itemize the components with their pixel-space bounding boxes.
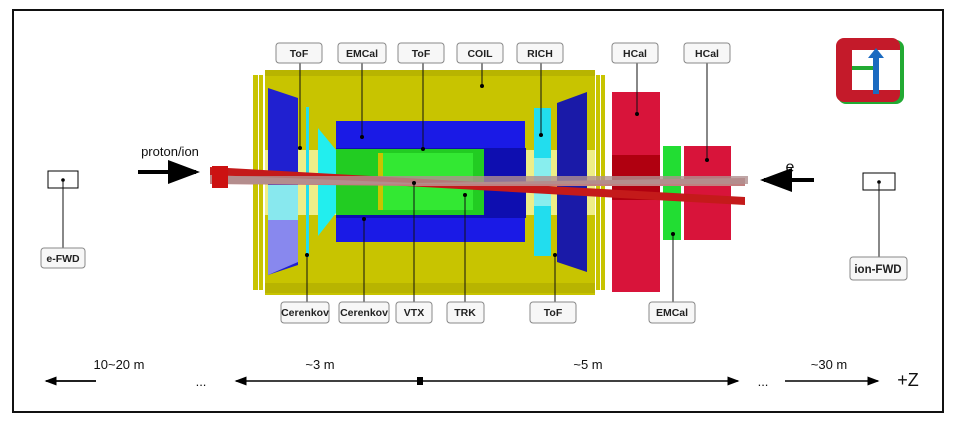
scale-right-dots: ... — [758, 374, 769, 389]
scale-left-label: 10~20 m — [94, 357, 145, 372]
svg-text:Cerenkov: Cerenkov — [281, 307, 329, 319]
label-cerenkov-2: Cerenkov — [338, 301, 390, 324]
label-emcal-barrel: EMCal — [337, 42, 387, 64]
svg-text:ToF: ToF — [290, 48, 309, 60]
label-cerenkov-1: Cerenkov — [280, 301, 330, 324]
scale-right-label: ~30 m — [811, 357, 848, 372]
label-coil: COIL — [456, 42, 504, 64]
label-e-fwd: e-FWD — [40, 247, 86, 269]
svg-text:COIL: COIL — [467, 48, 493, 60]
scale-bar: 10~20 m ... ~3 m ~5 m ... ~30 m +Z — [44, 357, 919, 390]
svg-text:Cerenkov: Cerenkov — [340, 307, 388, 319]
scale-center-left-label: ~3 m — [305, 357, 334, 372]
svg-text:VTX: VTX — [404, 307, 424, 319]
label-vtx: VTX — [395, 301, 433, 324]
svg-text:RICH: RICH — [527, 48, 553, 60]
label-tof-right: ToF — [529, 301, 577, 324]
scale-center-right-label: ~5 m — [573, 357, 602, 372]
z-axis-label: +Z — [897, 370, 919, 390]
svg-text:HCal: HCal — [695, 48, 719, 60]
svg-text:e-FWD: e-FWD — [46, 253, 80, 265]
svg-text:ToF: ToF — [544, 307, 563, 319]
svg-text:ToF: ToF — [412, 48, 431, 60]
label-emcal-forward: EMCal — [648, 301, 696, 324]
label-ion-fwd: ion-FWD — [849, 256, 908, 281]
svg-text:ion-FWD: ion-FWD — [854, 264, 901, 276]
beam-pipes — [210, 166, 748, 205]
svg-text:EMCal: EMCal — [346, 48, 378, 60]
scale-left-dots: ... — [196, 374, 207, 389]
leader-lines — [298, 61, 709, 303]
svg-text:TRK: TRK — [454, 307, 476, 319]
label-trk: TRK — [446, 301, 485, 324]
label-tof-barrel: ToF — [397, 42, 445, 64]
label-hcal-2: HCal — [683, 42, 731, 64]
label-rich: RICH — [516, 42, 564, 64]
label-tof-left: ToF — [275, 42, 323, 64]
electron-beam-label: e — [786, 159, 795, 176]
eic-logo — [836, 38, 904, 104]
interaction-point-marker — [417, 377, 423, 385]
svg-text:EMCal: EMCal — [656, 307, 688, 319]
label-hcal-1: HCal — [611, 42, 659, 64]
svg-text:HCal: HCal — [623, 48, 647, 60]
proton-beam-label: proton/ion — [141, 144, 199, 159]
